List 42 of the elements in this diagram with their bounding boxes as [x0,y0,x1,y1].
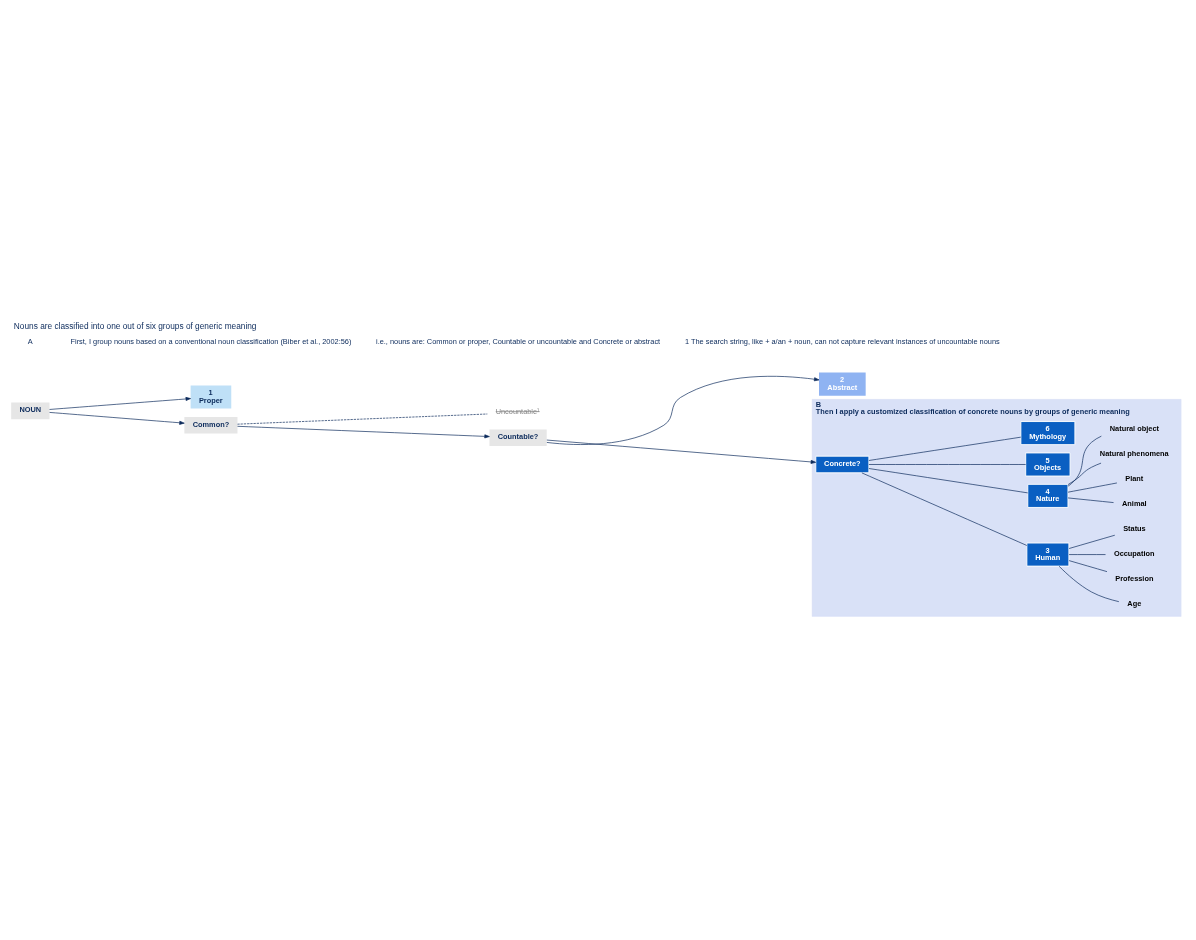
connector [1067,497,1114,503]
node-text: Plant [1125,473,1144,483]
node-box: NOUN [11,402,50,419]
node-box: 3 Human [1026,542,1070,567]
arrow [49,411,185,425]
label: A [27,336,33,346]
node-text: Age [1127,598,1142,608]
connector [1068,534,1116,549]
connector [1058,565,1120,602]
node-box: Countable? [489,428,547,446]
node-text: Animal [1122,498,1147,508]
node-text: Profession [1115,573,1154,583]
connector [237,413,488,424]
connector [1068,553,1106,555]
node-box: 2 Abstract [819,372,866,396]
connector [868,463,1026,465]
node-text: Status [1123,523,1146,533]
arrow [546,439,816,464]
label: 1 The search string, like + a/an + noun, can not capture relevant instances of uncountable nouns [684,336,1000,346]
connector [1068,559,1108,572]
connector [1067,482,1118,493]
connector [861,472,1028,546]
node-text: Natural object [1109,423,1159,433]
arrow [237,425,490,438]
diagram-title: Nouns are classified into one out of six groups of generic meaning [13,320,257,331]
node-box: 1 Proper [190,385,232,409]
connector [868,436,1022,461]
node-text: Natural phenomena [1099,448,1169,458]
arrow [546,375,820,445]
node-box: Common? [184,416,238,434]
arrow [49,396,191,410]
node-text: Uncountable¹ [495,406,540,416]
node-box: 4 Nature [1027,483,1069,508]
connector [1067,435,1102,487]
connector [1067,462,1102,485]
label: i.e., nouns are: Common or proper, Countable or uncountable and Concrete or abstract [376,336,661,346]
node-text: Occupation [1113,548,1155,558]
node-box: Concrete? [815,455,870,473]
label: First, I group nouns based on a conventional noun classification (Biber et al., 2002:56) [70,336,352,346]
node-box: 5 Objects [1025,452,1071,476]
connector [868,467,1029,493]
node-box: 6 Mythology [1020,420,1076,445]
